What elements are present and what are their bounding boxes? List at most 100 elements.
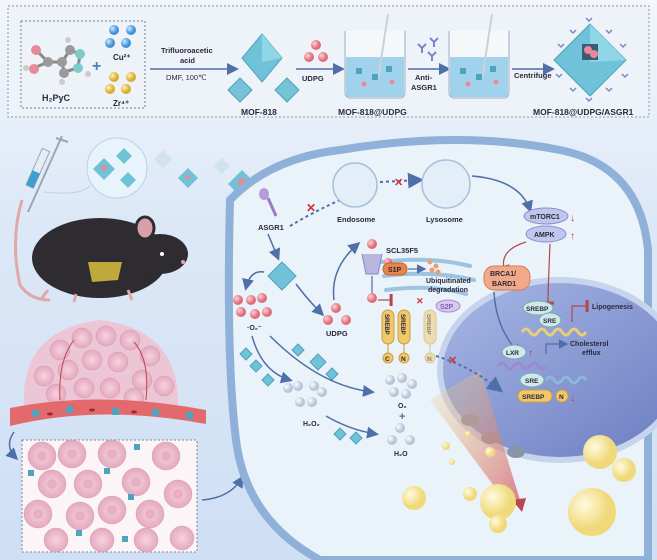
lipogenesis-label: Lipogenesis [592, 304, 633, 311]
dna-strand [496, 361, 548, 371]
nucleus-sre-node [538, 312, 562, 328]
ampk-node [525, 225, 567, 243]
block-x-icon: ✕ [448, 355, 457, 367]
blood-vessel-icon [10, 399, 206, 426]
block-x-icon: ✕ [394, 177, 403, 189]
ubiquitinated-label-line2: degradation [428, 287, 468, 294]
h2o-label: H₂O [394, 451, 408, 458]
udpg-to-transporter-arrow [332, 242, 361, 301]
asgr1-label: ASGR1 [258, 223, 284, 232]
nucleus-n-node [555, 389, 569, 403]
s1p-node [382, 262, 408, 276]
mof-818-crystal-icon [227, 33, 300, 103]
zr-ions-icon [105, 72, 136, 94]
o2-h2o-plus-sign: + [399, 411, 405, 423]
in-vivo-panel [5, 135, 256, 553]
liver-icon [88, 262, 122, 282]
h2o2-molecules [283, 381, 327, 407]
lysosome-icon [421, 159, 471, 209]
nucleus-sre-2-label: SRE [525, 378, 539, 385]
final-nanoparticle-icon [553, 17, 629, 103]
arrow-to-cells [5, 431, 19, 461]
endosome-icon [332, 162, 378, 208]
s2p-node [435, 299, 461, 313]
ubiquitin-icon [427, 259, 441, 275]
dna-strand [520, 327, 588, 337]
srebp-down-arrow-icon: ↓ [570, 393, 575, 404]
srebp-precursor-2 [397, 309, 411, 364]
srebp-n-label-faded: N [427, 356, 432, 363]
brca1-bard1-node [483, 265, 531, 291]
udpg-reagent-label: UDPG [302, 74, 324, 83]
syringe-icon [25, 135, 69, 213]
cu-ion-label: Cu²⁺ [113, 53, 131, 62]
mtorc1-node [523, 207, 569, 225]
final-product-label: MOF-818@UDPG/ASGR1 [533, 107, 634, 117]
udpg-release-arrow [295, 283, 325, 317]
scl35f5-label: SCL35F5 [386, 246, 418, 255]
endocytosis-arrow-blocked [289, 191, 358, 227]
step1-reagent-line1: Trifluoroacetic [161, 46, 213, 55]
step3-reagent-line1: Anti- [415, 73, 433, 82]
arrow-to-mtorc1 [471, 175, 533, 213]
nanoparticle-bubble [43, 137, 148, 199]
nucleus-n-label: N [559, 394, 564, 401]
mof-818-label: MOF-818 [241, 107, 277, 117]
block-x-icon: ✕ [416, 296, 424, 306]
beaker-mof-udpg-icon [344, 13, 406, 99]
mof-release-arrow [242, 271, 265, 291]
lipogenesis-inhibit-line [571, 300, 589, 322]
ligand-molecule-icon [23, 37, 91, 85]
lipid-export-beam [430, 370, 520, 505]
precursor-box [20, 20, 146, 109]
block-x-icon: ✕ [306, 201, 316, 215]
ampk-inhibits-brca1 [497, 241, 527, 270]
h2o2-to-h2o-arrow [325, 415, 379, 439]
lysosome-label: Lysosome [426, 215, 463, 224]
mof-udpg-label: MOF-818@UDPG [338, 107, 407, 117]
udpg-cell-label: UDPG [326, 329, 348, 338]
synthesis-panel: H₂PyC + Cu²⁺ Zr⁴⁺ Trifluoroacetic acid D… [7, 5, 650, 118]
udpg-molecules-cell [323, 303, 351, 325]
nucleus-sre-label: SRE [543, 318, 557, 325]
beaker-antibody-icon [448, 13, 510, 99]
nucleus-srebp-2-node [517, 389, 553, 403]
endosome-lysosome-arrow-blocked [379, 172, 424, 189]
srebp-precursor-3-faded [423, 309, 437, 364]
udpg-molecules-icon [304, 40, 328, 62]
dna-strand [544, 375, 588, 385]
s2p-label: S2P [440, 304, 454, 311]
h2o-molecules [387, 423, 415, 445]
arrow-to-hepatocyte [201, 475, 244, 501]
ampk-inhibits-srebp [541, 243, 555, 305]
superoxide-to-o2-arrow [269, 335, 375, 397]
superoxide-to-h2o2-arrow [251, 335, 293, 384]
nucleus [437, 277, 657, 463]
asgr1-receptor-icon [259, 188, 278, 217]
cu-ions-icon [105, 25, 136, 48]
endosome-label: Endosome [337, 215, 375, 224]
synthesis-panel-border [7, 5, 650, 118]
hepatocyte-box [21, 439, 198, 553]
nucleus-srebp-2-label: SREBP [522, 394, 545, 401]
srebp-label-3: SREBP [425, 314, 431, 335]
step1-conditions: DMF, 100℃ [166, 73, 207, 82]
superoxide-molecules [233, 293, 272, 319]
hepatocyte-cell: ASGR1 ✕ Endosome ✕ Lysosome mTORC1 ↓ AMP… [224, 136, 657, 560]
ligand-label: H₂PyC [42, 93, 71, 103]
mtorc1-down-arrow-icon: ↓ [570, 213, 575, 224]
o2-label: O₂ [398, 403, 407, 410]
mof-nanozymes [239, 343, 363, 445]
brca1-label-line1: BRCA1/ [490, 271, 516, 278]
internalization-arrow [267, 233, 281, 261]
superoxide-label: ·O₂⁻ [247, 325, 262, 332]
ampk-up-arrow-icon: ↑ [570, 231, 575, 242]
lxr-node [501, 344, 527, 360]
o2-molecules [385, 373, 417, 399]
srebp-precursor-1 [381, 309, 395, 364]
srebp-translocation-blocked [435, 355, 504, 393]
nucleus-srebp-node [522, 300, 554, 316]
ampk-label: AMPK [534, 232, 555, 239]
